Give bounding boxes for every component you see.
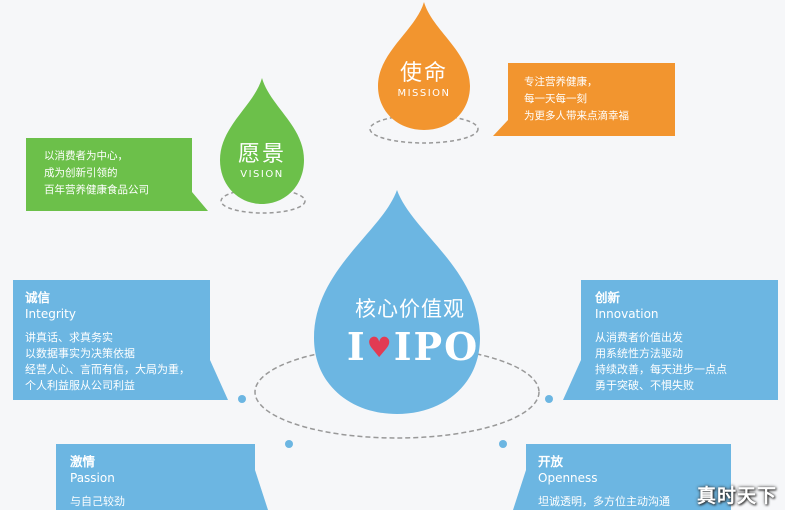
vision-callout: 以消费者为中心， 成为创新引领的 百年营养健康食品公司 [44,148,149,199]
mission-line: 为更多人带来点滴幸福 [524,110,629,122]
vision-line: 成为创新引领的 [44,167,118,179]
openness-box: 开放 Openness 坦诚透明，多方位主动沟通 [526,444,731,510]
mission-label: 使命 MISSION [384,62,464,100]
watermark: 真时天下 [696,485,777,507]
innovation-line: 持续改善，每天进步一点点 [595,363,727,376]
mission-callout: 专注营养健康， 每一天每一刻 为更多人带来点滴幸福 [524,74,629,125]
mission-shadow-ellipse [369,114,479,144]
innovation-box: 创新 Innovation 从消费者价值出发 用系统性方法驱动 持续改善，每天进… [581,280,778,400]
mission-line: 专注营养健康， [524,76,598,88]
vision-title: 愿景 [237,142,286,167]
innovation-line: 勇于突破、不惧失败 [595,379,694,392]
mission-callout-shape [493,63,675,136]
passion-title: 激情 [70,454,96,469]
core-values-title: 核心价值观 [355,297,465,321]
passion-english: Passion [70,471,115,485]
integrity-line: 经营人心、言而有信，大局为重， [25,363,190,376]
integrity-line: 讲真话、求真务实 [25,331,113,344]
mission-title: 使命 [399,61,448,86]
innovation-line: 从消费者价值出发 [595,331,683,344]
openness-title: 开放 [538,454,564,469]
integrity-box-tail [210,360,228,400]
openness-line: 坦诚透明，多方位主动沟通 [538,495,670,508]
orbit-dot-right [545,395,553,403]
innovation-english: Innovation [595,307,659,321]
openness-box-tail [513,470,526,510]
openness-english: Openness [538,471,598,485]
orbit-dot-left [238,395,246,403]
mission-drop [378,2,470,130]
orbit-dot-bottom-left [285,440,293,448]
integrity-title: 诚信 [25,290,51,305]
vision-subtitle: VISION [240,169,284,180]
integrity-line: 以数据事实为决策依据 [25,347,135,360]
innovation-box-tail [563,360,581,400]
vision-line: 百年营养健康食品公司 [44,184,149,196]
integrity-english: Integrity [25,307,76,321]
heart-icon: ♥ [366,331,394,364]
integrity-box: 诚信 Integrity 讲真话、求真务实 以数据事实为决策依据 经营人心、言而… [13,280,210,400]
mission-subtitle: MISSION [397,88,451,99]
vision-callout-shape [26,138,208,211]
vision-label: 愿景 VISION [222,143,302,181]
vision-line: 以消费者为中心， [44,150,128,162]
innovation-line: 用系统性方法驱动 [595,347,683,360]
ipo-logo-prefix: I [346,324,367,369]
ipo-logo: I♥IPO [338,324,488,369]
mission-line: 每一天每一刻 [524,93,587,105]
passion-box-tail [255,470,268,510]
core-drop [314,190,480,414]
passion-box: 激情 Passion 与自己较劲 [56,444,255,510]
innovation-title: 创新 [595,290,621,305]
ipo-logo-suffix: IPO [393,324,480,369]
passion-line: 与自己较劲 [70,495,125,508]
vision-drop [220,78,304,204]
orbit-dot-bottom-right [499,440,507,448]
integrity-line: 个人利益服从公司利益 [25,379,135,392]
